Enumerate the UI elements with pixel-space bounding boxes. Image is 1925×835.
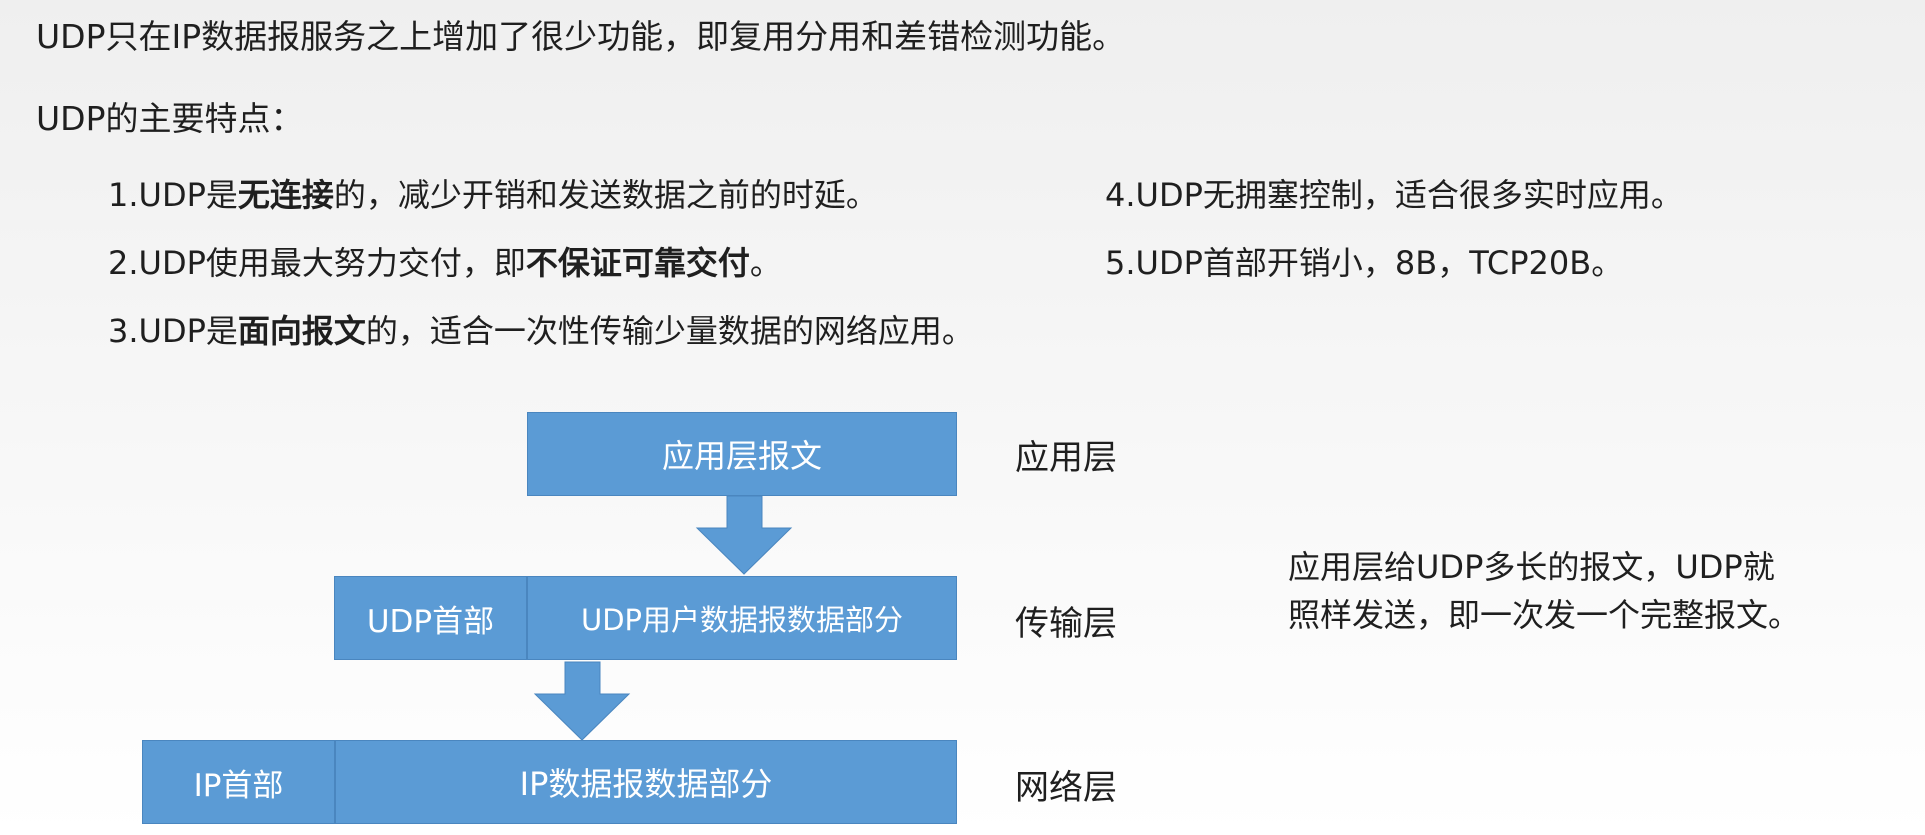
feature-5: 5.UDP首部开销小，8B，TCP20B。 [1105,244,1624,282]
feature-1-pre: 1.UDP是 [108,176,238,214]
ip-header-box: IP首部 [142,740,335,824]
udp-header-box: UDP首部 [334,576,527,660]
feature-4: 4.UDP无拥塞控制，适合很多实时应用。 [1105,176,1683,214]
side-note: 应用层给UDP多长的报文，UDP就 照样发送，即一次发一个完整报文。 [1288,543,1800,639]
features-heading: UDP的主要特点： [36,99,304,138]
ip-data-box: IP数据报数据部分 [335,740,957,824]
feature-1: 1.UDP是无连接的，减少开销和发送数据之前的时延。 [108,170,878,216]
feature-3: 3.UDP是面向报文的，适合一次性传输少量数据的网络应用。 [108,306,974,352]
feature-3-emphasis: 面向报文 [237,312,366,350]
layer-label-application: 应用层 [1015,438,1117,478]
layer-label-network: 网络层 [1015,768,1117,808]
feature-3-post: 的，适合一次性传输少量数据的网络应用。 [365,312,974,350]
udp-data-box: UDP用户数据报数据部分 [527,576,957,660]
side-note-line-2: 照样发送，即一次发一个完整报文。 [1288,596,1801,634]
feature-3-pre: 3.UDP是 [108,312,238,350]
feature-1-post: 的，减少开销和发送数据之前的时延。 [333,176,878,214]
feature-2: 2.UDP使用最大努力交付，即不保证可靠交付。 [108,238,782,284]
arrow-app-to-transport [695,495,793,575]
feature-2-post: 。 [749,244,782,282]
feature-2-pre: 2.UDP使用最大努力交付，即 [108,244,526,282]
feature-2-emphasis: 不保证可靠交付 [525,244,750,282]
app-message-box: 应用层报文 [527,412,957,496]
side-note-line-1: 应用层给UDP多长的报文，UDP就 [1288,548,1775,586]
layer-label-transport: 传输层 [1015,604,1117,644]
intro-line: UDP只在IP数据报服务之上增加了很少功能，即复用分用和差错检测功能。 [36,17,1126,56]
arrow-transport-to-network [533,661,631,741]
feature-1-emphasis: 无连接 [237,176,334,214]
